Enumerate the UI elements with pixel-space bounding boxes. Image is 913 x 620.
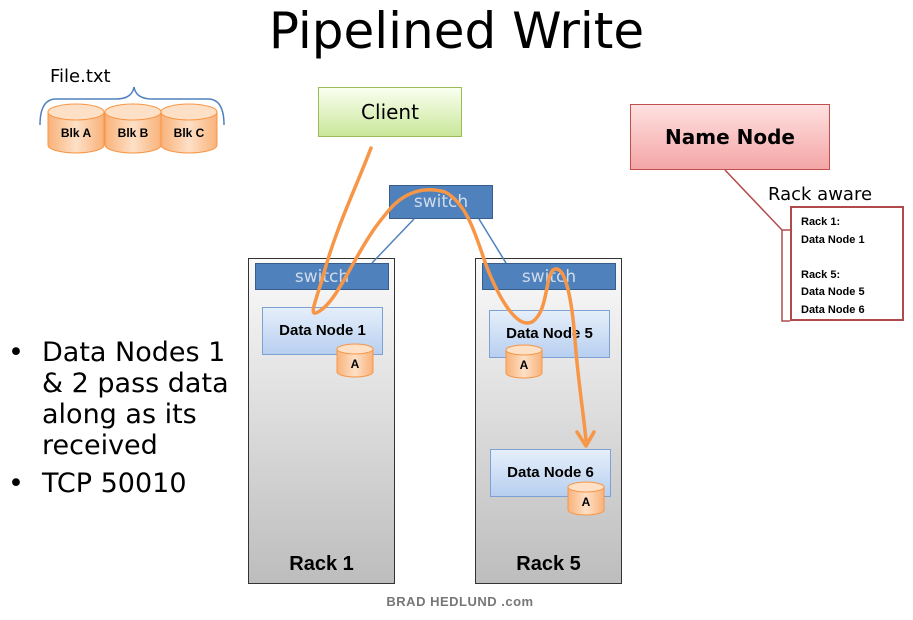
bullet-text: Data Nodes 1 & 2 pass data along as its …: [42, 337, 229, 461]
file-label: File.txt: [50, 66, 111, 87]
block-c-cylinder: Blk C: [160, 103, 218, 154]
rack-aware-line: Data Node 5: [801, 286, 865, 298]
data-node-1: Data Node 1: [262, 307, 383, 355]
bullet-dot-icon: •: [8, 468, 24, 499]
rack-5-label: Rack 5: [516, 553, 581, 575]
bullet-dot-icon: •: [8, 337, 24, 368]
file-blocks-diagram: Blk A Blk B Blk C: [39, 86, 225, 154]
block-a-datanode-5: A: [505, 344, 543, 379]
block-b-cylinder: Blk B: [104, 103, 162, 154]
block-label: A: [582, 495, 591, 509]
rack-aware-line: Data Node 6: [801, 303, 865, 316]
block-a-datanode-6: A: [567, 481, 605, 516]
bullet-list: • Data Nodes 1 & 2 pass data along as it…: [8, 337, 238, 506]
name-node-label: Name Node: [665, 125, 795, 149]
rack-aware-line: Rack 1:: [801, 216, 841, 228]
client-label: Client: [361, 100, 419, 124]
block-label: A: [520, 358, 529, 372]
credit: BRAD HEDLUND .com: [386, 594, 534, 609]
pipeline-arrowhead: [575, 430, 596, 448]
block-a-cylinder: Blk A: [47, 103, 105, 154]
rack-aware-line: Data Node 1: [801, 233, 865, 246]
rack-aware-title: Rack aware: [768, 184, 873, 205]
bullet-item: • TCP 50010: [8, 468, 238, 499]
block-b-label: Blk B: [118, 126, 149, 140]
data-node-1-label: Data Node 1: [279, 322, 366, 339]
block-label: A: [351, 357, 360, 371]
rack-aware-line: Rack 5:: [801, 268, 841, 281]
link-core-to-rack5: [478, 218, 507, 264]
bullet-item: • Data Nodes 1 & 2 pass data along as it…: [8, 337, 238, 461]
rack-aware-connector: [724, 169, 790, 322]
block-a-datanode-1: A: [336, 343, 374, 378]
link-core-to-rack1: [371, 218, 415, 264]
rack-1-label: Rack 1: [289, 553, 354, 575]
pipeline-arrow: [311, 146, 588, 442]
client-box: Client: [318, 87, 462, 137]
name-node-box: Name Node: [630, 104, 830, 170]
block-a-label: Blk A: [61, 126, 92, 140]
data-node-6-label: Data Node 6: [507, 464, 594, 481]
page-title: Pipelined Write: [268, 2, 645, 60]
block-c-label: Blk C: [174, 126, 205, 140]
data-node-5-label: Data Node 5: [506, 325, 593, 342]
file-brace: [39, 86, 225, 126]
bullet-text: TCP 50010: [42, 468, 187, 499]
rack-aware-box: Rack 1: Data Node 1 Rack 5: Data Node 5 …: [790, 206, 904, 321]
